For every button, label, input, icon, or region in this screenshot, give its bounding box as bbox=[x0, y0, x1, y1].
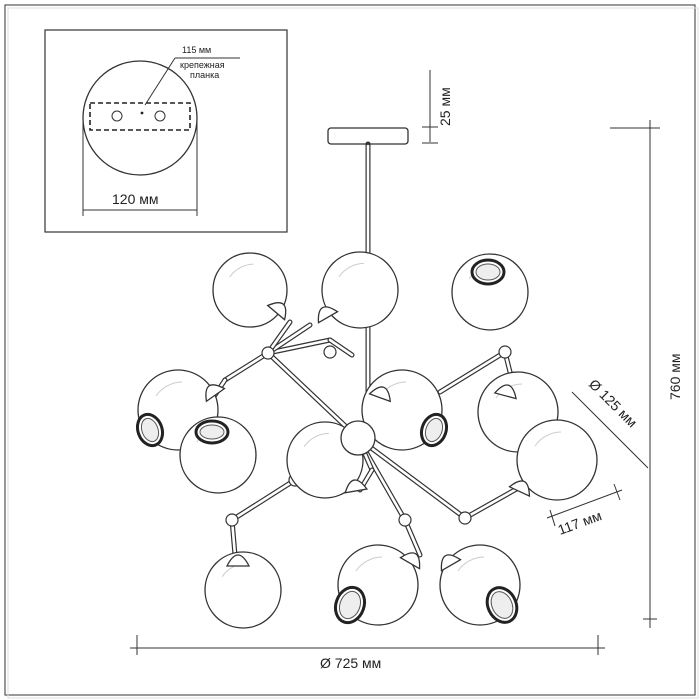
globes-group bbox=[135, 251, 598, 629]
total-height-label: 760 мм bbox=[667, 354, 683, 401]
plate-name-label-2: планка bbox=[190, 70, 219, 80]
lamp-holder-icon bbox=[225, 554, 251, 567]
glass-globe-icon bbox=[321, 251, 399, 329]
arm-joint-icon bbox=[261, 346, 275, 360]
ceiling-canopy-circle bbox=[82, 60, 198, 176]
lamp-holder-icon bbox=[508, 480, 531, 498]
globe-opening-inner bbox=[490, 591, 514, 619]
lamp-holder-icon bbox=[368, 386, 392, 403]
lamp-holder-icon bbox=[205, 384, 226, 403]
center-point bbox=[140, 111, 144, 115]
total-height-dimension: 760 мм bbox=[610, 120, 683, 628]
arm-rod-inner bbox=[328, 338, 354, 357]
arm-rod-inner bbox=[463, 485, 522, 520]
inset-panel: 115 мм крепежная планка 120 мм bbox=[44, 29, 288, 233]
arm-joint-icon bbox=[498, 345, 512, 359]
total-diameter-label: Ø 725 мм bbox=[320, 655, 381, 671]
lamp-holder-icon bbox=[344, 479, 369, 494]
arm-rod-inner bbox=[266, 323, 312, 355]
mounting-plate-outline bbox=[89, 102, 191, 131]
plate-size-label: 115 мм bbox=[182, 45, 211, 55]
lamp-holder-icon bbox=[493, 384, 517, 400]
plate-name-label-1: крепежная bbox=[180, 60, 225, 70]
lamp-holder-icon bbox=[266, 302, 287, 321]
arm-rod-inner bbox=[356, 436, 467, 520]
central-hub bbox=[340, 420, 376, 456]
arm-joint-icon bbox=[458, 511, 472, 525]
globe-opening-inner bbox=[424, 417, 444, 443]
canopy-height-label: 25 мм bbox=[437, 87, 453, 126]
shade-diameter-label: Ø 125 мм bbox=[586, 376, 641, 431]
arm-joint-icon bbox=[225, 513, 239, 527]
glass-highlight bbox=[155, 381, 183, 397]
globe-opening-inner bbox=[140, 417, 160, 443]
arm-rod-inner bbox=[223, 351, 270, 382]
glass-highlight bbox=[534, 431, 562, 447]
arm-joint-icon bbox=[323, 345, 337, 359]
lamp-holder-icon bbox=[399, 552, 421, 570]
globe-opening-inner bbox=[475, 263, 501, 281]
width-dim-label: 120 мм bbox=[112, 191, 159, 207]
globe-opening-inner bbox=[338, 590, 362, 620]
arm-rod-inner bbox=[266, 338, 332, 355]
glass-highlight bbox=[457, 556, 485, 572]
glass-highlight bbox=[338, 262, 364, 277]
total-diameter-dimension: Ø 725 мм bbox=[130, 635, 605, 671]
glass-highlight bbox=[303, 432, 329, 447]
chandelier bbox=[135, 127, 598, 629]
glass-globe-icon bbox=[516, 419, 598, 501]
globe-opening-inner bbox=[199, 424, 225, 440]
glass-highlight bbox=[355, 556, 383, 572]
glass-globe-icon bbox=[204, 551, 282, 629]
outer-frame-shadow bbox=[7, 7, 699, 699]
outer-frame bbox=[4, 4, 696, 696]
glass-globe-icon bbox=[212, 252, 288, 328]
screw-hole-icon bbox=[154, 110, 166, 122]
canopy-height-dimension: 25 мм bbox=[422, 70, 453, 144]
screw-hole-icon bbox=[111, 110, 123, 122]
lamp-holder-icon bbox=[440, 554, 462, 572]
plate-leader-line bbox=[144, 57, 176, 106]
arm-joint-icon bbox=[398, 513, 412, 527]
arm-rod-inner bbox=[438, 350, 507, 394]
glass-highlight bbox=[229, 263, 254, 278]
arm-rod-inner bbox=[266, 351, 360, 440]
lamp-holder-icon bbox=[317, 306, 339, 324]
arm-rod-inner bbox=[230, 478, 297, 522]
